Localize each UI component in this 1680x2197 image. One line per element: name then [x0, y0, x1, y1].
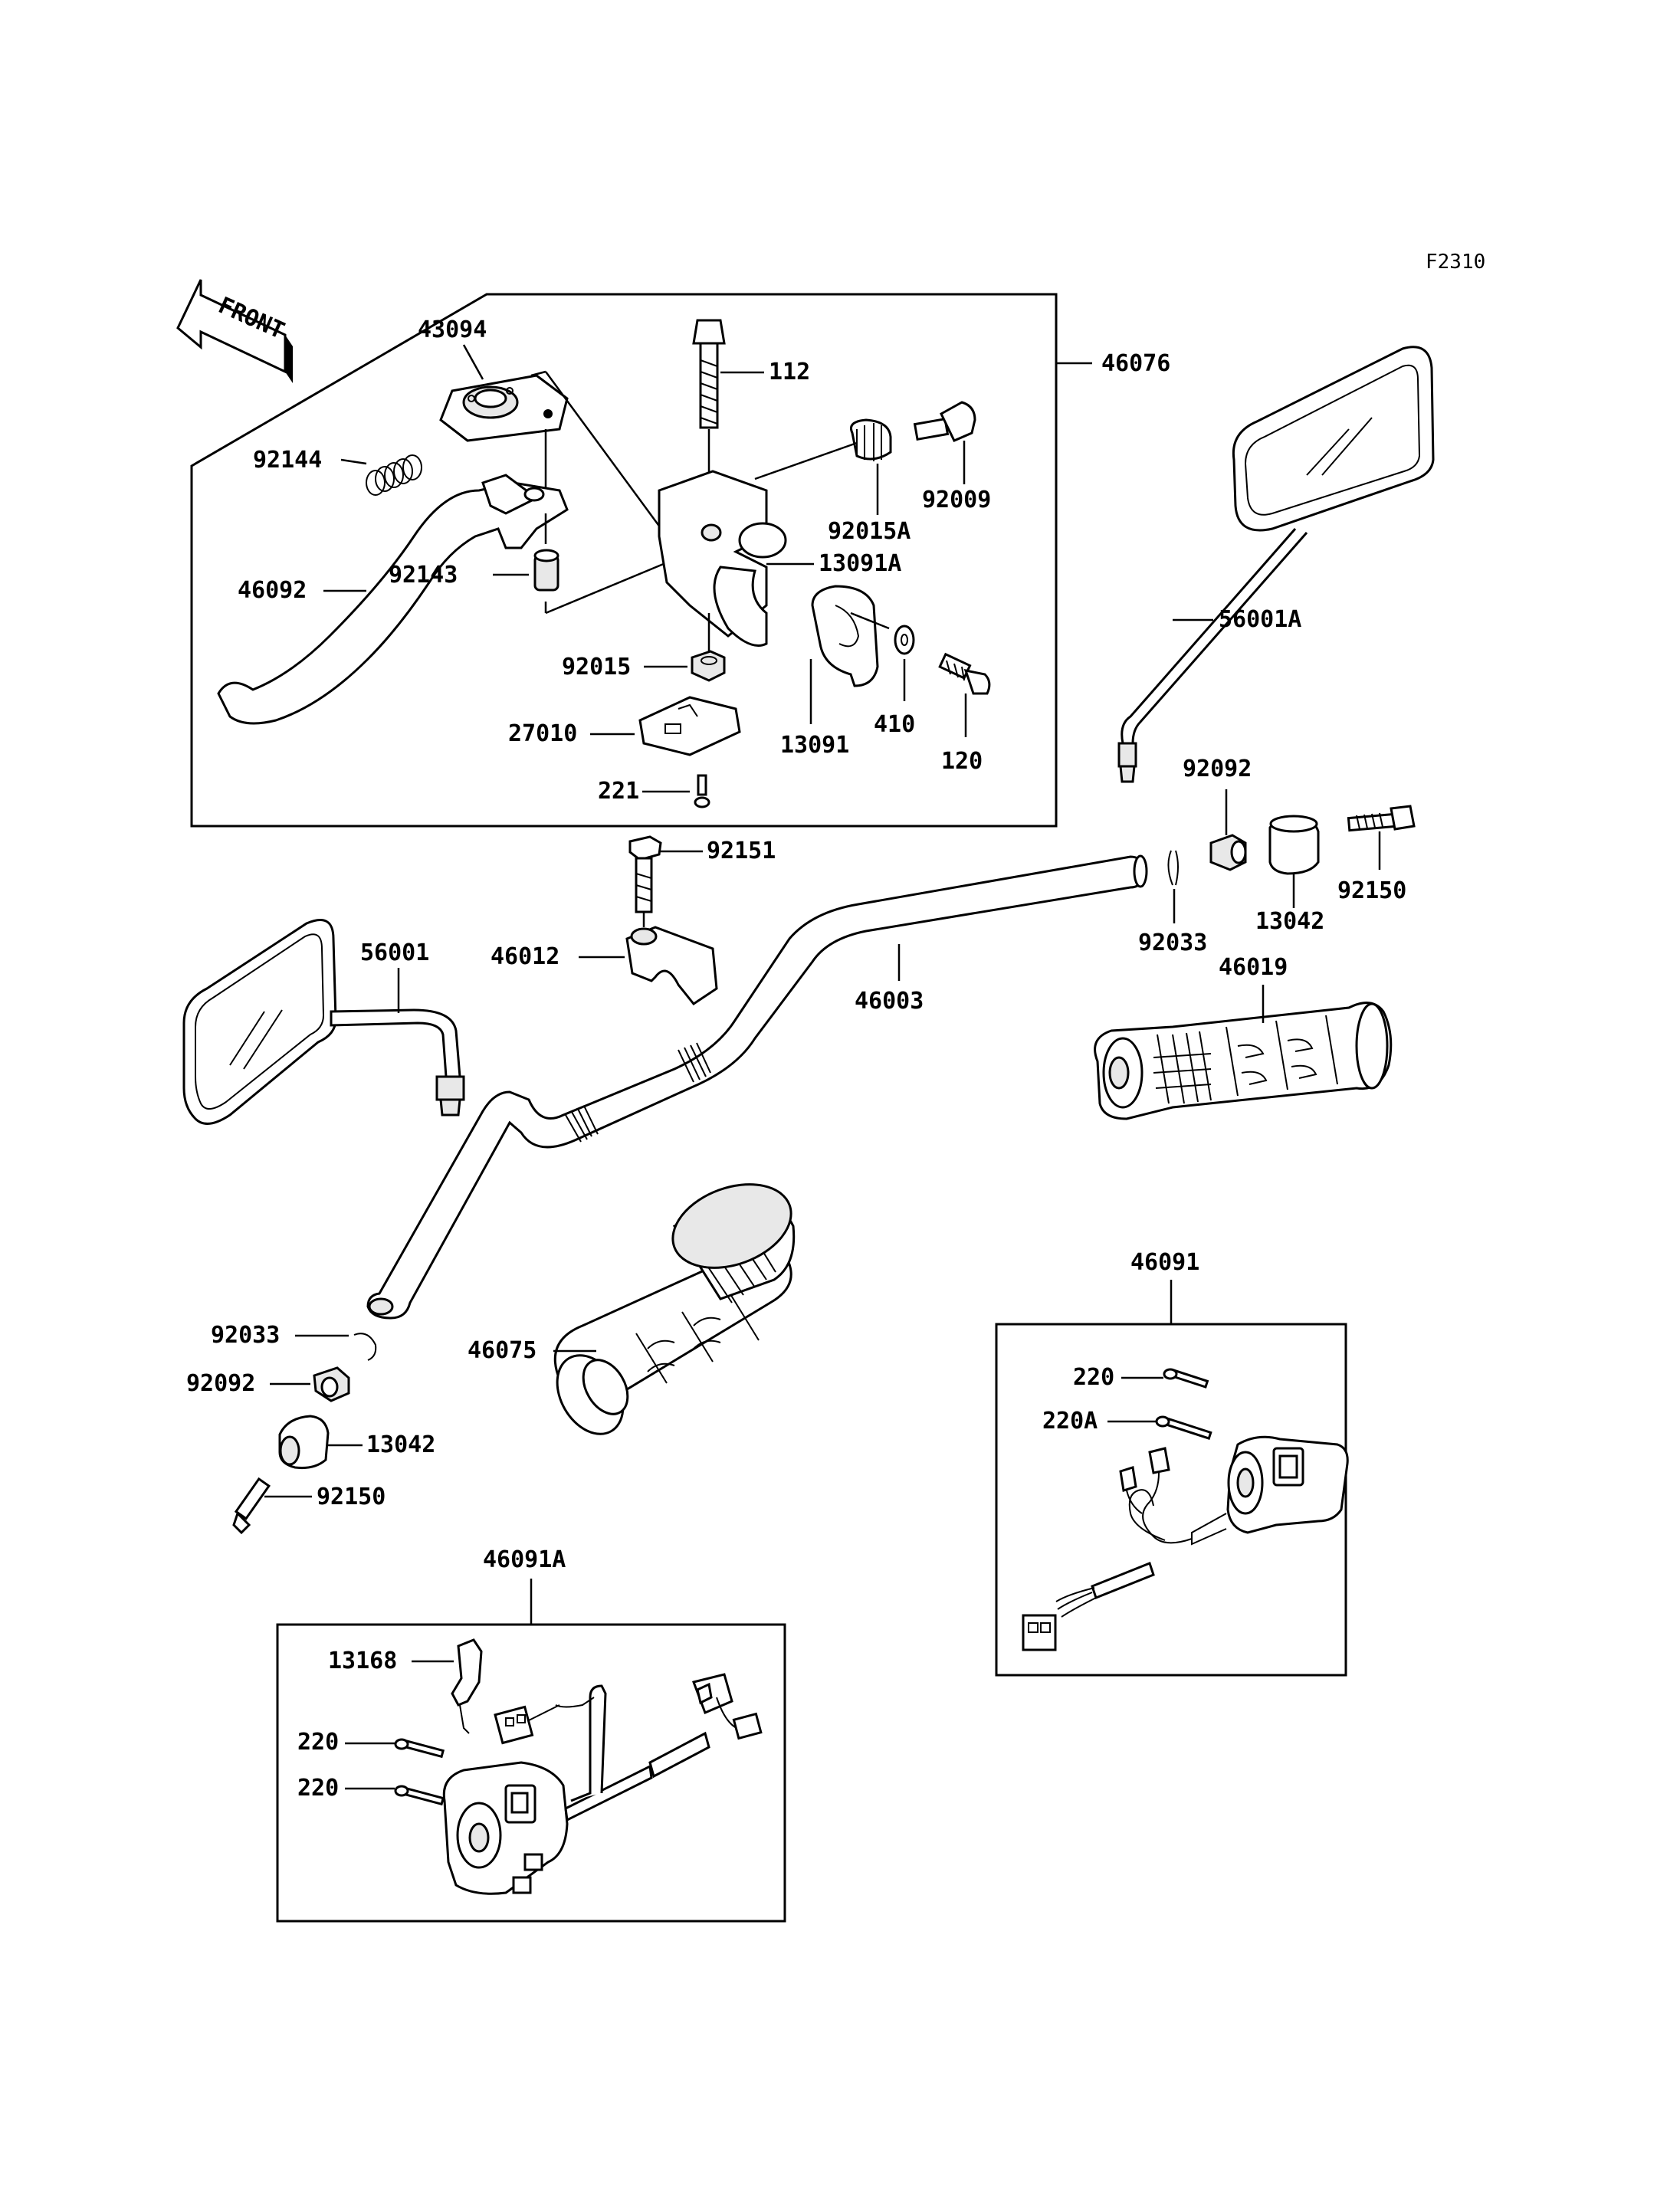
label-56001A: 56001A [1219, 606, 1301, 633]
label-13042-left: 13042 [366, 1431, 435, 1458]
diagram-code: F2310 [1426, 251, 1485, 274]
small-screw-part [694, 774, 710, 808]
label-46091A: 46091A [483, 1546, 566, 1573]
holder-bolt-part [628, 835, 662, 913]
damper-right-part [1209, 834, 1247, 871]
screw-220-left2-part [394, 1785, 445, 1806]
label-92150-left: 92150 [317, 1484, 386, 1510]
label-112: 112 [769, 359, 810, 385]
handlebar-holder-part [625, 926, 718, 1006]
damper-left-part [313, 1366, 350, 1402]
weight-right-part [1268, 815, 1320, 875]
label-92144: 92144 [253, 447, 322, 474]
rubber-nut-part [850, 418, 892, 461]
weight-left-part [278, 1415, 330, 1469]
right-switch-part [1022, 1435, 1349, 1651]
label-92151: 92151 [707, 838, 776, 864]
label-46075: 46075 [468, 1337, 536, 1364]
clamp-bolt-part [938, 652, 991, 695]
end-bolt-left-part [232, 1477, 271, 1535]
label-27010: 27010 [508, 720, 577, 747]
label-221: 221 [598, 778, 639, 805]
reservoir-cap-part [439, 374, 569, 442]
label-46019: 46019 [1219, 954, 1288, 981]
right-grip-part [1094, 1002, 1393, 1120]
label-46003: 46003 [855, 988, 924, 1015]
label-410: 410 [874, 711, 915, 738]
left-grip-part [553, 1183, 796, 1435]
front-arrow-icon: FRONT [176, 279, 293, 383]
lever-clamp-part [811, 585, 879, 687]
right-mirror-part [1117, 346, 1435, 783]
label-220-left1: 220 [297, 1729, 339, 1756]
screw-220A-part [1155, 1415, 1212, 1440]
nut-part [691, 650, 726, 682]
lever-holder-part [658, 470, 787, 647]
label-92033-right: 92033 [1138, 930, 1207, 956]
left-mirror-part [182, 919, 465, 1125]
label-92015A: 92015A [828, 518, 911, 545]
label-46076: 46076 [1101, 350, 1170, 377]
circlip-left-part [353, 1333, 377, 1361]
screw-220-right-part [1163, 1368, 1209, 1389]
label-46012: 46012 [491, 943, 559, 970]
label-92033-left: 92033 [211, 1322, 280, 1349]
label-92092-right: 92092 [1183, 756, 1252, 782]
label-120: 120 [941, 748, 983, 775]
label-46091: 46091 [1130, 1249, 1199, 1276]
screw-220-left1-part [394, 1738, 445, 1759]
circlip-right-part [1167, 850, 1179, 886]
label-92143: 92143 [389, 562, 458, 589]
label-220-right: 220 [1073, 1364, 1114, 1391]
label-13042-right: 13042 [1255, 908, 1324, 935]
label-43094: 43094 [418, 316, 487, 343]
label-13168: 13168 [328, 1648, 397, 1674]
clutch-lever-box [190, 293, 1058, 828]
left-switch-part [442, 1638, 763, 1895]
label-92092-left: 92092 [186, 1370, 255, 1397]
label-13091: 13091 [780, 732, 849, 759]
label-92150-right: 92150 [1337, 877, 1406, 904]
clutch-lever-part [217, 474, 569, 725]
label-92009: 92009 [922, 487, 991, 513]
label-56001: 56001 [360, 939, 429, 966]
label-46092: 46092 [238, 577, 307, 604]
label-220-left2: 220 [297, 1775, 339, 1802]
clutch-switch-part [638, 696, 741, 756]
label-13091A: 13091A [819, 550, 901, 577]
label-92015: 92015 [562, 654, 631, 680]
end-bolt-right-part [1347, 805, 1416, 832]
adjuster-screw-part [913, 401, 976, 442]
spring-part [366, 454, 422, 496]
long-bolt-part [692, 319, 726, 429]
handlebar-part [366, 854, 1148, 1320]
collar-part [533, 549, 559, 592]
washer-part [894, 625, 915, 655]
label-220A: 220A [1042, 1408, 1098, 1435]
